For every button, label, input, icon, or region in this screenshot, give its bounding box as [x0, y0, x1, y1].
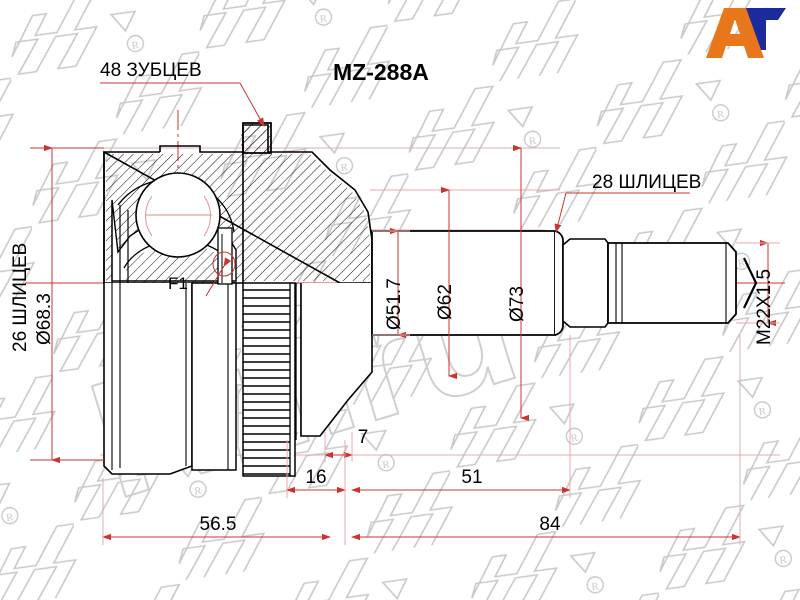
dim-length-7: 7: [358, 427, 369, 448]
dim-length-16: 16: [305, 467, 326, 488]
tooth-detail-block: [242, 122, 272, 154]
logo-letter-a: [706, 8, 764, 58]
dim-diameter-73: Ø73: [507, 286, 528, 322]
part-number: MZ-288A: [333, 59, 429, 85]
cv-joint-outer-race: [103, 124, 373, 475]
label-diameter-68-3: Ø68.3: [34, 293, 55, 345]
dim-diameter-51-7: Ø51.7: [384, 278, 405, 330]
dim-diameter-62: Ø62: [435, 284, 456, 320]
leader-lines: [100, 82, 690, 297]
dim-length-51: 51: [461, 467, 482, 488]
thread-symbol: [743, 257, 758, 309]
label-26-splines: 26 ШЛИЦЕВ: [10, 243, 31, 352]
label-28-splines: 28 ШЛИЦЕВ: [592, 172, 701, 193]
joint-to-shaft-transition: [300, 283, 373, 437]
label-48-teeth: 48 ЗУБЦЕВ: [100, 60, 202, 81]
dim-length-84: 84: [539, 514, 561, 535]
label-f1: F1: [168, 274, 188, 293]
dim-length-56-5: 56.5: [200, 514, 237, 535]
dimension-lines: [30, 144, 780, 545]
dim-thread-m22: M22X1.5: [754, 269, 775, 345]
shaft-section-73: [371, 230, 564, 336]
threaded-end: [562, 238, 737, 328]
abs-tone-ring: [242, 282, 302, 477]
